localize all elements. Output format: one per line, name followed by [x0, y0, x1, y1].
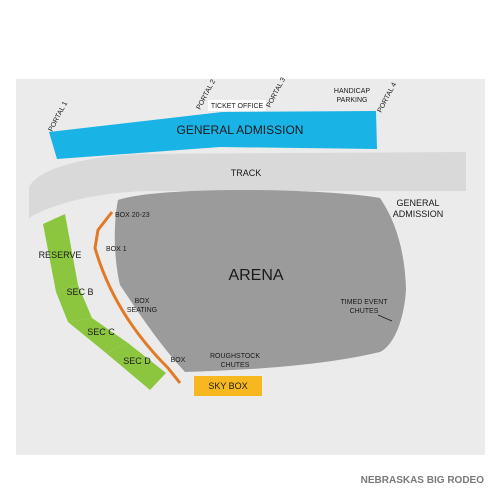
label-roughstock-line2: CHUTES [221, 362, 250, 369]
section-reserve[interactable] [43, 214, 78, 292]
section-sec-c[interactable] [68, 318, 128, 353]
label-general-admission-top: GENERAL ADMISSION [177, 123, 304, 137]
section-sky-box[interactable] [194, 376, 262, 396]
section-arena[interactable] [114, 190, 406, 372]
label-sec-b: SEC B [66, 287, 93, 297]
track[interactable] [29, 152, 466, 218]
map-caption: NEBRASKAS BIG RODEO [361, 475, 485, 486]
label-handicap: HANDICAP [334, 88, 371, 95]
label-timed-event-line1: TIMED EVENT [340, 299, 388, 306]
section-general-admission[interactable] [49, 111, 377, 159]
label-reserve: RESERVE [39, 250, 82, 260]
ticket-office [208, 100, 266, 111]
section-sec-d[interactable] [106, 343, 166, 390]
label-general-admission-side-line1: GENERAL [396, 198, 439, 208]
box-seating-line [93, 211, 182, 384]
label-sec-d: SEC D [123, 356, 151, 366]
pointer-timed-event [377, 314, 393, 322]
label-box-1: BOX 1 [106, 246, 127, 253]
label-general-admission-side-line2: ADMISSION [393, 209, 444, 219]
label-timed-event-line2: CHUTES [350, 308, 379, 315]
label-track: TRACK [231, 168, 262, 178]
label-ticket-office: TICKET OFFICE [211, 103, 264, 110]
label-arena: ARENA [228, 267, 283, 284]
section-sec-b[interactable] [56, 285, 92, 322]
label-parking: PARKING [337, 97, 368, 104]
label-box-seating-line1: BOX [135, 298, 150, 305]
label-roughstock-line1: ROUGHSTOCK [210, 353, 260, 360]
label-box: BOX [171, 357, 186, 364]
label-sec-c: SEC C [87, 327, 115, 337]
label-box-seating-line2: SEATING [127, 307, 157, 314]
label-sky-box: SKY BOX [208, 381, 247, 391]
label-box-20-23: BOX 20-23 [115, 212, 150, 219]
